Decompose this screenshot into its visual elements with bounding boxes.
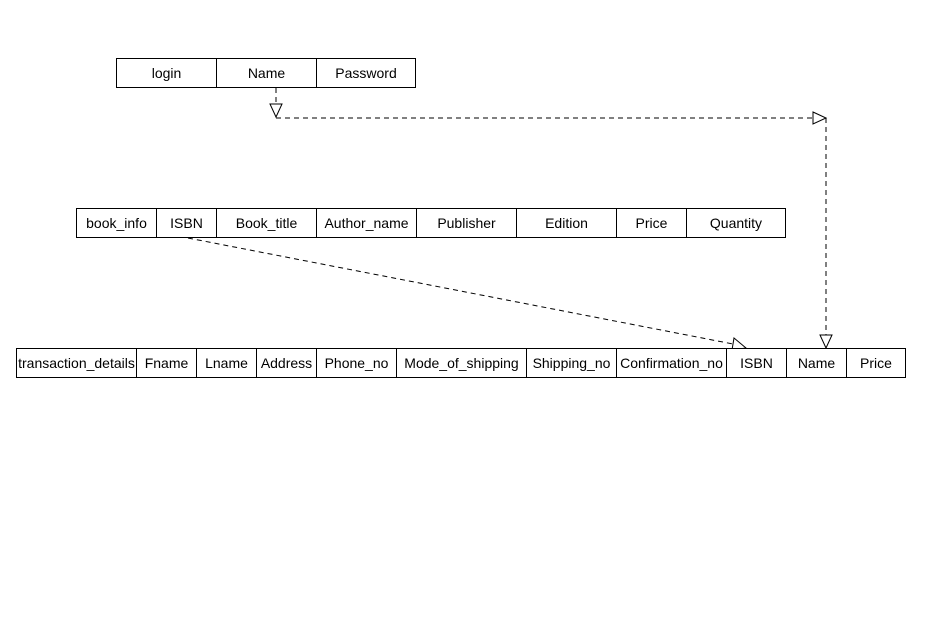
transaction-address-column: Address — [256, 348, 317, 378]
book-isbn-to-transaction-isbn-arrow — [187, 237, 748, 351]
transaction-confirmation-no-column: Confirmation_no — [616, 348, 727, 378]
book-info-price-column: Price — [616, 208, 687, 238]
transaction-details-table-name-cell: transaction_details — [16, 348, 137, 378]
book-info-quantity-column: Quantity — [686, 208, 786, 238]
book-info-table-name-cell: book_info — [76, 208, 157, 238]
transaction-details-table: transaction_details Fname Lname Address … — [16, 348, 906, 378]
book-info-isbn-column: ISBN — [156, 208, 217, 238]
login-table-name-cell: login — [116, 58, 217, 88]
book-info-table: book_info ISBN Book_title Author_name Pu… — [76, 208, 786, 238]
transaction-name-column: Name — [786, 348, 847, 378]
transaction-price-column: Price — [846, 348, 906, 378]
book-info-book-title-column: Book_title — [216, 208, 317, 238]
login-name-column: Name — [216, 58, 317, 88]
book-info-author-name-column: Author_name — [316, 208, 417, 238]
transaction-lname-column: Lname — [196, 348, 257, 378]
book-info-publisher-column: Publisher — [416, 208, 517, 238]
transaction-mode-of-shipping-column: Mode_of_shipping — [396, 348, 527, 378]
login-table: login Name Password — [116, 58, 416, 88]
transaction-fname-column: Fname — [136, 348, 197, 378]
transaction-isbn-column: ISBN — [726, 348, 787, 378]
book-info-edition-column: Edition — [516, 208, 617, 238]
login-password-column: Password — [316, 58, 416, 88]
transaction-phone-no-column: Phone_no — [316, 348, 397, 378]
transaction-shipping-no-column: Shipping_no — [526, 348, 617, 378]
